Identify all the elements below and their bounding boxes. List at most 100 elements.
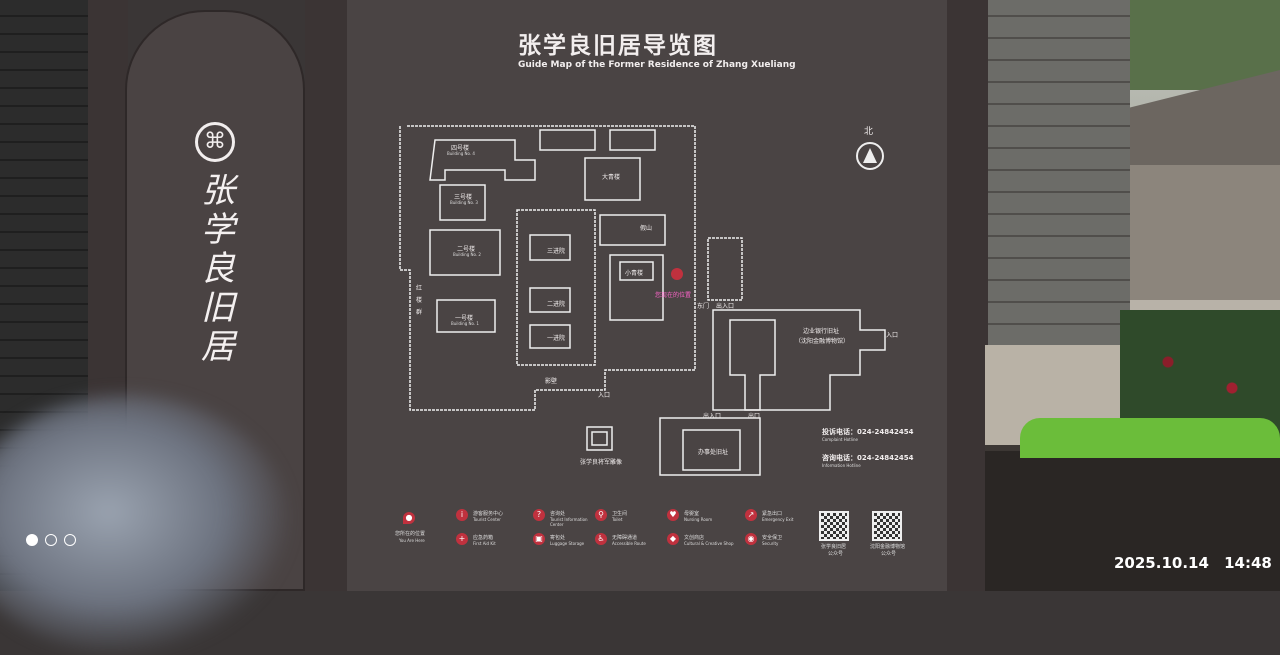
- map-label: 东门: [697, 303, 710, 310]
- map-label: 出口: [748, 413, 761, 420]
- map-label: （沈阳金融博物馆）: [795, 338, 850, 345]
- bank-building: [729, 319, 776, 411]
- building: [1128, 165, 1280, 305]
- building-3: [439, 184, 486, 221]
- qr-label: 公众号: [828, 551, 844, 557]
- legend-label: 紧急出口: [762, 511, 783, 517]
- small-green-area: [609, 254, 664, 321]
- complaint-hotline-en: Complaint Hotline: [822, 437, 858, 442]
- building-1: [436, 299, 496, 333]
- page-dot-2[interactable]: [45, 534, 57, 546]
- north-arrow-icon: [856, 142, 884, 170]
- legend-label-en: Nursing Room: [684, 517, 713, 522]
- rockery-area: [599, 214, 666, 246]
- page-indicator[interactable]: [26, 534, 76, 546]
- accessible-icon: ♿: [595, 533, 607, 545]
- complaint-hotline: 投诉电话：024-24842454: [822, 428, 914, 436]
- location-pin-icon: ●: [403, 512, 415, 524]
- legend-label: 应急药箱: [473, 535, 494, 541]
- big-green-building: [584, 157, 641, 201]
- map-label: 小青楼: [625, 270, 644, 277]
- map-label: 红楼群: [416, 285, 423, 316]
- map-label: 入口: [598, 392, 611, 399]
- legend-label: 您所在的位置: [395, 531, 426, 537]
- map-label: 二进院: [547, 301, 566, 308]
- qr-label: 公众号: [881, 551, 897, 557]
- photo-timestamp: 2025.10.14 14:48: [1114, 554, 1272, 572]
- site-map: [399, 125, 886, 476]
- you-are-here-marker: [671, 268, 683, 280]
- legend-label: 游客服务中心: [473, 511, 504, 517]
- planter-box: [985, 445, 1280, 591]
- legend-label: 母婴室: [684, 511, 700, 517]
- map-label: 二号楼: [457, 246, 476, 253]
- page-dot-3[interactable]: [64, 534, 76, 546]
- legend-label-en: Tourist Center: [473, 517, 501, 522]
- map-label: 出入口: [703, 413, 722, 420]
- info-hotline-en: Information Hotline: [822, 463, 861, 468]
- legend-label-en: You Are Here: [399, 538, 425, 543]
- map-label: Building No. 2: [453, 252, 481, 257]
- logo-seal: ⌘: [195, 122, 235, 162]
- legend-label-en: First Aid Kit: [473, 541, 496, 546]
- courtyard-halls: [529, 234, 571, 349]
- legend-label-en: Security: [762, 541, 779, 546]
- office-site: [659, 417, 761, 476]
- shop-icon: ◆: [667, 533, 679, 545]
- bank-compound: [712, 309, 886, 411]
- map-label: Building No. 1: [451, 321, 479, 326]
- legend-label: 无障碍通道: [612, 535, 638, 541]
- luggage-icon: ▣: [533, 533, 545, 545]
- qr-code-museum: [872, 511, 902, 541]
- consultation-icon: ?: [533, 509, 545, 521]
- building-4: [429, 139, 536, 181]
- guide-map-sign: [347, 0, 947, 591]
- sign-post: [305, 0, 347, 591]
- legend-label-en: Emergency Exit: [762, 517, 794, 522]
- map-label: 一进院: [547, 335, 566, 342]
- statue-plinth: [586, 426, 613, 451]
- east-building: [707, 237, 743, 301]
- map-label: 假山: [640, 225, 653, 232]
- first-aid-icon: +: [456, 533, 468, 545]
- map-label: 三号楼: [454, 194, 473, 201]
- small-green-building: [619, 261, 654, 281]
- legend-label: 寄包处: [550, 535, 566, 541]
- map-label: 边业银行旧址: [803, 328, 840, 335]
- map-label: 出入口: [716, 303, 735, 310]
- nursing-room-icon: ♥: [667, 509, 679, 521]
- office-building: [682, 429, 741, 471]
- outbuildings: [539, 129, 656, 151]
- legend-label-en: Luggage Storage: [550, 541, 585, 546]
- legend-label-en: Tourist Information Center: [550, 517, 588, 527]
- legend-label: 安全保卫: [762, 535, 783, 541]
- outer-wall: [399, 125, 696, 411]
- you-are-here-label: 您现在的位置: [655, 292, 692, 299]
- legend-label: 咨询处: [550, 511, 566, 517]
- legend-label-en: Accessible Route: [612, 541, 646, 546]
- legend-label: 卫生间: [612, 511, 628, 517]
- sign-post: [947, 0, 989, 591]
- legend-label-en: Toilet: [612, 517, 623, 522]
- map-label: 影壁: [545, 378, 558, 385]
- map-label: 四号楼: [451, 145, 470, 152]
- north-label: 北: [864, 127, 874, 137]
- map-title: 张学良旧居导览图: [518, 33, 718, 59]
- trees: [1130, 0, 1280, 90]
- map-label: 一号楼: [455, 315, 474, 322]
- map-label: Building No. 4: [447, 151, 475, 156]
- toilet-icon: ⚲: [595, 509, 607, 521]
- map-label: 办事处旧址: [698, 449, 729, 456]
- side-panel-title: 张学良旧居: [201, 171, 235, 367]
- legend-label-en: Cultural & Creative Shop: [684, 541, 734, 546]
- qr-label: 张学良旧居: [821, 544, 847, 550]
- emergency-exit-icon: ↗: [745, 509, 757, 521]
- map-label: Building No. 3: [450, 200, 478, 205]
- page-dot-1[interactable]: [26, 534, 38, 546]
- info-hotline: 咨询电话：024-24842454: [822, 454, 914, 462]
- map-label: 张学良将军雕像: [580, 459, 623, 466]
- courtyards: [516, 209, 596, 366]
- qr-label: 沈阳金融博物馆: [870, 544, 906, 550]
- legend-label: 文创商店: [684, 535, 705, 541]
- qr-code-residence: [819, 511, 849, 541]
